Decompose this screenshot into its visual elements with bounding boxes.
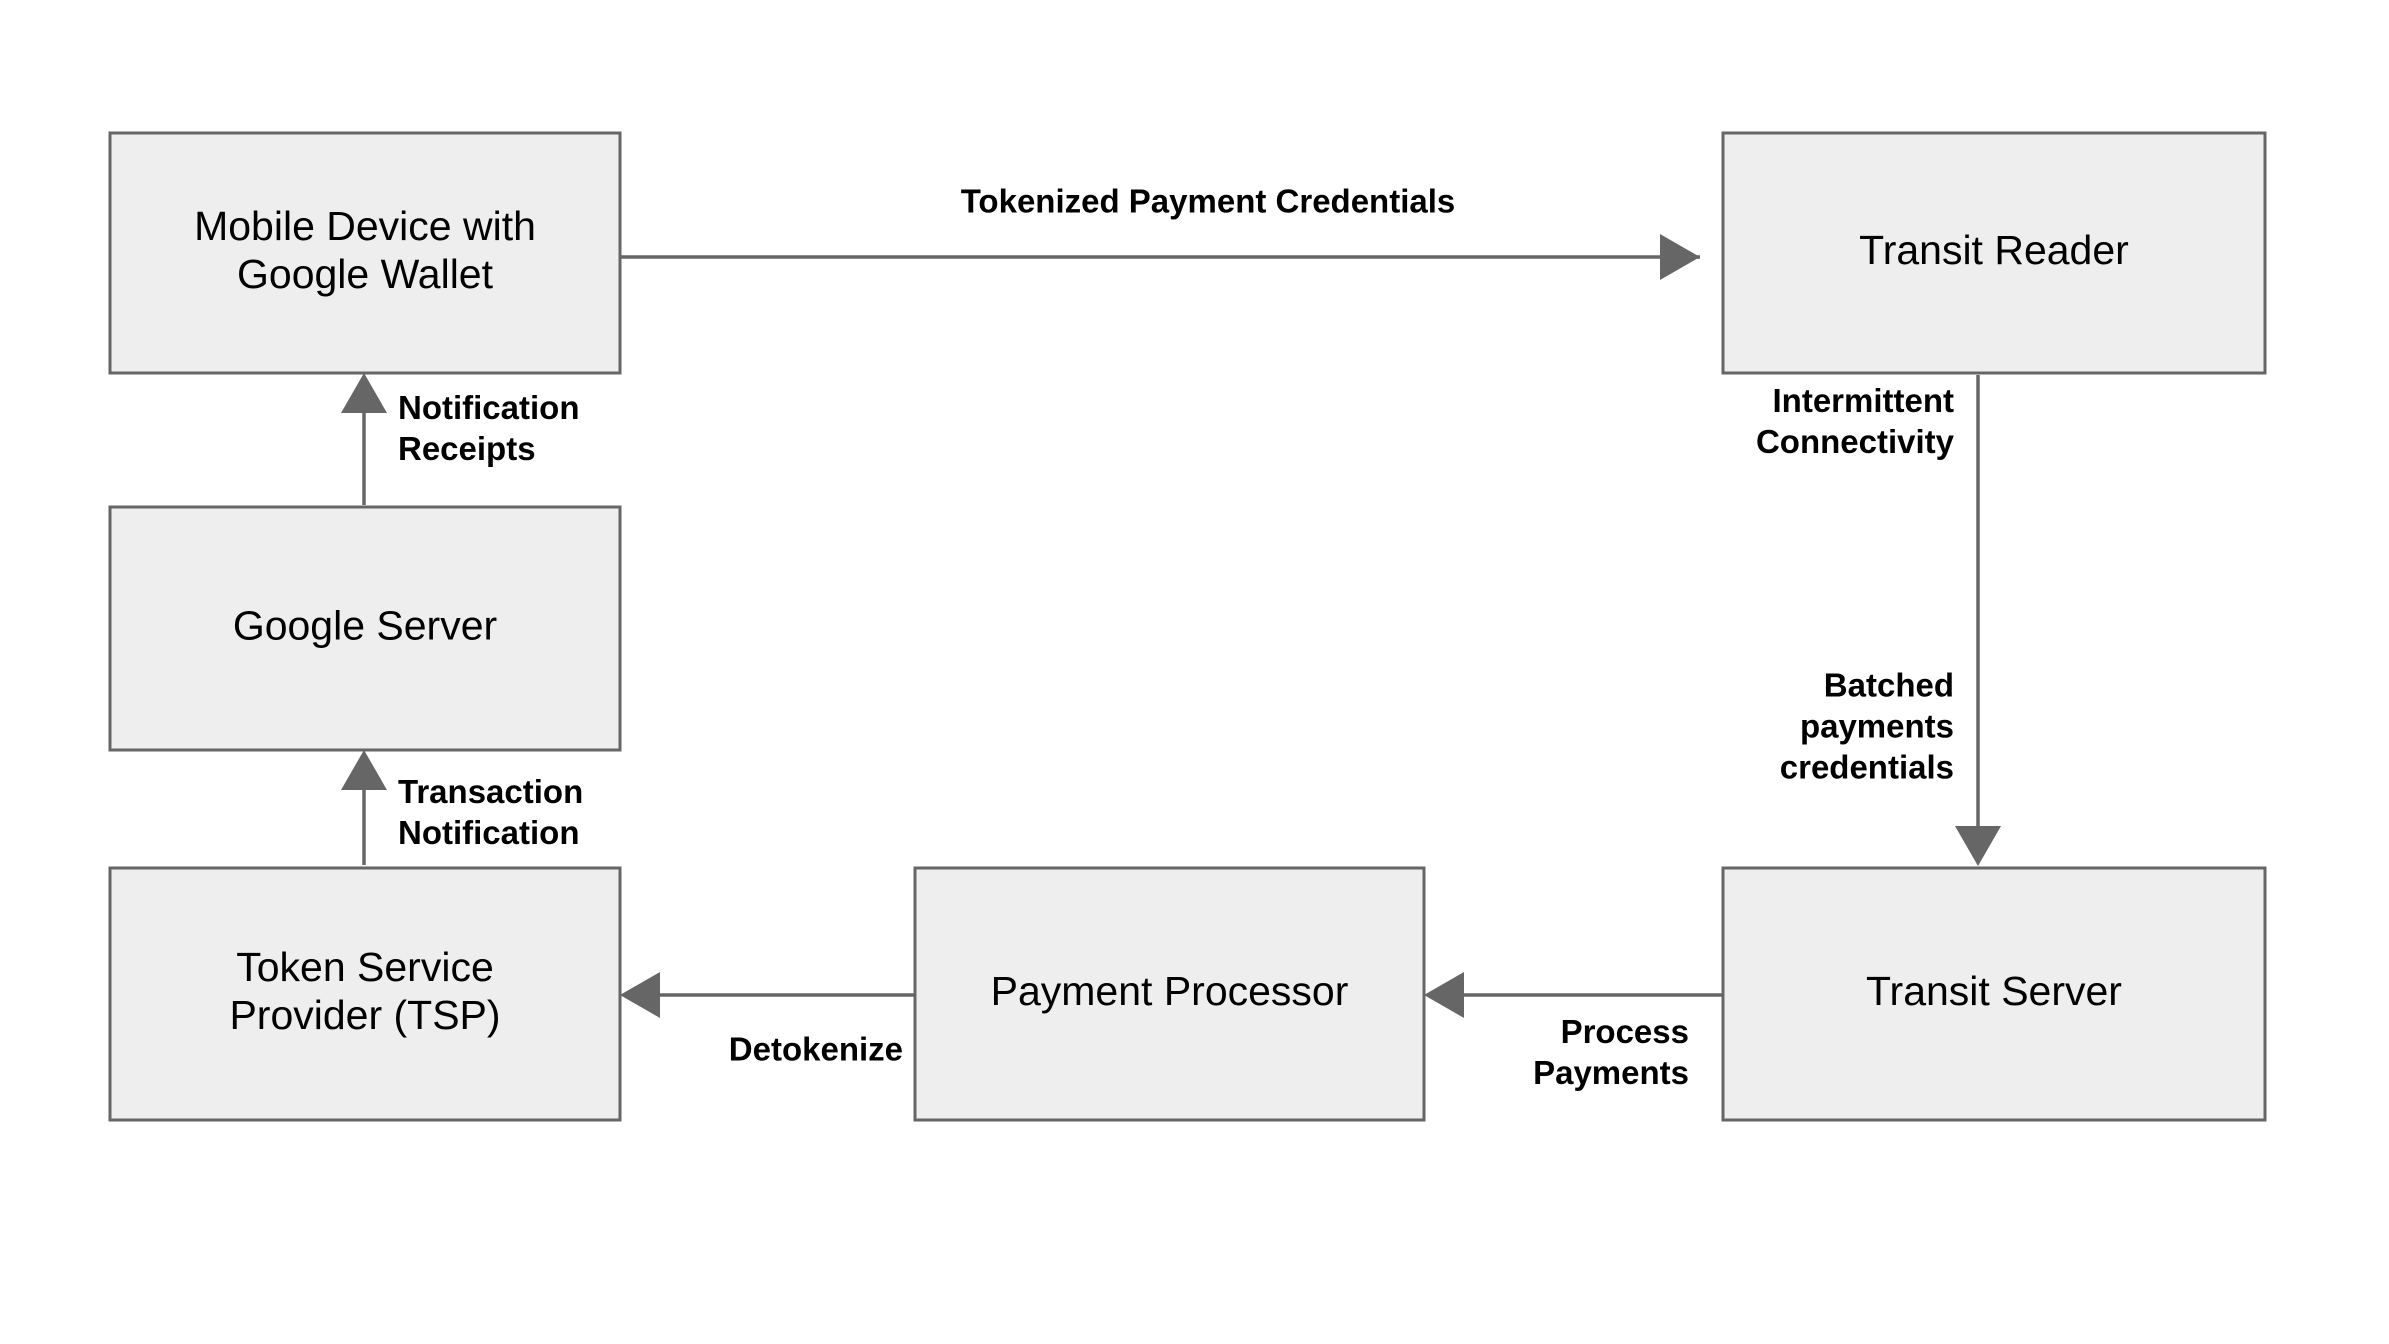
edge-transit-server-to-payment-processor — [1424, 972, 1723, 1018]
edge-transit-server-to-payment-processor-arrowhead-icon — [1424, 972, 1464, 1018]
node-label-token-service-provider: Token Service — [236, 944, 494, 990]
edge-labels-layer: Tokenized Payment CredentialsIntermitten… — [398, 183, 1955, 1092]
node-label-mobile-device-with-google-wallet: Mobile Device with — [194, 203, 536, 249]
edge-token-service-provider-to-google-server-arrowhead-icon — [341, 750, 387, 790]
node-payment-processor[interactable]: Payment Processor — [913, 866, 1426, 1122]
node-box-mobile-device-with-google-wallet[interactable] — [108, 131, 622, 375]
edge-payment-processor-to-token-service-provider-label: Detokenize — [729, 1031, 903, 1068]
edge-transit-reader-to-transit-server-label: credentials — [1780, 749, 1954, 786]
edge-transit-reader-to-transit-server-label: Connectivity — [1756, 423, 1955, 460]
edge-transit-server-to-payment-processor-label: Process — [1561, 1013, 1689, 1050]
edge-transit-reader-to-transit-server-label: Intermittent — [1773, 382, 1955, 419]
node-box-transit-reader[interactable] — [1721, 131, 2267, 375]
edges-layer — [341, 234, 2001, 1018]
edge-transit-reader-to-transit-server-label: Batched — [1824, 667, 1954, 704]
node-label-transit-server: Transit Server — [1866, 968, 2122, 1014]
edge-token-service-provider-to-google-server-label: Notification — [398, 814, 579, 851]
edge-transit-reader-to-transit-server — [1955, 375, 2001, 866]
node-label-token-service-provider: Provider (TSP) — [229, 992, 500, 1038]
node-box-google-server[interactable] — [108, 505, 622, 752]
node-label-transit-reader: Transit Reader — [1859, 227, 2129, 273]
node-box-token-service-provider[interactable] — [108, 866, 622, 1122]
edge-google-server-to-mobile-device-label: Receipts — [398, 430, 536, 467]
node-google-server[interactable]: Google Server — [108, 505, 622, 752]
node-label-google-server: Google Server — [233, 602, 497, 648]
edge-google-server-to-mobile-device-arrowhead-icon — [341, 373, 387, 413]
edge-payment-processor-to-token-service-provider-arrowhead-icon — [620, 972, 660, 1018]
edge-mobile-device-to-transit-reader-arrowhead-icon — [1660, 234, 1700, 280]
edge-mobile-device-to-transit-reader-label: Tokenized Payment Credentials — [961, 183, 1456, 220]
edge-transit-server-to-payment-processor-label: Payments — [1533, 1054, 1689, 1091]
edge-token-service-provider-to-google-server-label: Transaction — [398, 773, 583, 810]
edge-google-server-to-mobile-device — [341, 373, 387, 505]
edge-token-service-provider-to-google-server — [341, 750, 387, 865]
node-label-payment-processor: Payment Processor — [991, 968, 1349, 1014]
node-transit-server[interactable]: Transit Server — [1721, 866, 2267, 1122]
edge-transit-reader-to-transit-server-label: payments — [1800, 708, 1954, 745]
node-box-transit-server[interactable] — [1721, 866, 2267, 1122]
node-transit-reader[interactable]: Transit Reader — [1721, 131, 2267, 375]
edge-mobile-device-to-transit-reader — [602, 234, 1700, 280]
edge-google-server-to-mobile-device-label: Notification — [398, 389, 579, 426]
node-label-mobile-device-with-google-wallet: Google Wallet — [237, 251, 494, 297]
node-box-payment-processor[interactable] — [913, 866, 1426, 1122]
edge-payment-processor-to-token-service-provider — [620, 972, 915, 1018]
edge-transit-reader-to-transit-server-arrowhead-icon — [1955, 826, 2001, 866]
